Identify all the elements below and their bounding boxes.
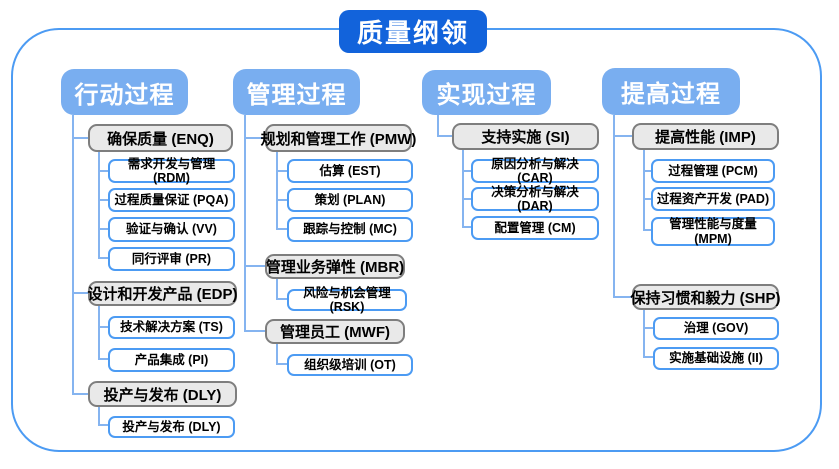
connector-line <box>276 152 278 230</box>
group-box-si: 支持实施 (SI) <box>452 123 599 150</box>
connector-line <box>98 407 100 426</box>
connector-line <box>276 170 287 172</box>
group-box-pmw: 规划和管理工作 (PMW) <box>261 124 416 152</box>
connector-line <box>72 393 88 395</box>
connector-line <box>276 363 287 365</box>
connector-line <box>244 137 265 139</box>
connector-line <box>462 226 471 228</box>
item-box-rsk: 风险与机会管理 (RSK) <box>287 286 407 314</box>
item-box-cm: 配置管理 (CM) <box>471 216 599 240</box>
connector-line <box>462 170 471 172</box>
connector-line <box>613 296 632 298</box>
connector-line <box>437 135 452 137</box>
column-header-action-process: 行动过程 <box>61 69 188 115</box>
connector-line <box>244 115 246 332</box>
connector-line <box>643 356 653 358</box>
connector-line <box>276 199 287 201</box>
connector-line <box>437 115 439 137</box>
item-box-ii: 实施基础设施 (II) <box>653 347 779 370</box>
item-box-pr: 同行评审 (PR) <box>108 247 235 271</box>
connector-line <box>98 306 100 360</box>
item-box-pi: 产品集成 (PI) <box>108 348 235 372</box>
item-box-mc: 跟踪与控制 (MC) <box>287 217 413 242</box>
connector-line <box>643 170 651 172</box>
connector-line <box>98 170 108 172</box>
item-box-ot: 组织级培训 (OT) <box>287 354 413 376</box>
connector-line <box>643 198 651 200</box>
connector-line <box>244 330 265 332</box>
connector-line <box>643 150 645 231</box>
connector-line <box>98 228 108 230</box>
connector-line <box>276 298 287 300</box>
connector-line <box>98 424 108 426</box>
connector-line <box>98 358 108 360</box>
item-box-vv: 验证与确认 (VV) <box>108 217 235 242</box>
item-box-plan: 策划 (PLAN) <box>287 188 413 212</box>
column-header-improvement-process: 提高过程 <box>602 68 740 115</box>
item-box-car: 原因分析与解决 (CAR) <box>471 157 599 185</box>
connector-line <box>643 229 651 231</box>
item-box-gov: 治理 (GOV) <box>653 317 779 340</box>
connector-line <box>98 152 100 259</box>
column-header-realization-process: 实现过程 <box>422 70 551 115</box>
group-box-edp: 设计和开发产品 (EDP) <box>88 281 238 306</box>
connector-line <box>72 292 88 294</box>
group-box-shp: 保持习惯和毅力 (SHP) <box>631 284 781 310</box>
connector-line <box>98 257 108 259</box>
item-box-pqa: 过程质量保证 (PQA) <box>108 188 235 212</box>
connector-line <box>643 310 645 358</box>
item-box-pad: 过程资产开发 (PAD) <box>651 187 775 211</box>
connector-line <box>613 135 632 137</box>
connector-line <box>276 228 287 230</box>
item-box-pcm: 过程管理 (PCM) <box>651 159 775 183</box>
connector-line <box>643 327 653 329</box>
group-box-enq: 确保质量 (ENQ) <box>88 124 233 152</box>
group-box-imp: 提高性能 (IMP) <box>632 123 779 150</box>
connector-line <box>72 137 88 139</box>
connector-line <box>98 326 108 328</box>
connector-line <box>613 115 615 298</box>
connector-line <box>276 279 278 300</box>
group-box-mwf: 管理员工 (MWF) <box>265 319 405 344</box>
connector-line <box>244 265 265 267</box>
item-box-dly-sub: 投产与发布 (DLY) <box>108 416 235 438</box>
connector-line <box>276 344 278 365</box>
connector-line <box>98 199 108 201</box>
connector-line <box>462 150 464 228</box>
column-header-management-process: 管理过程 <box>233 69 360 115</box>
item-box-rdm: 需求开发与管理 (RDM) <box>108 157 235 185</box>
item-box-dar: 决策分析与解决 (DAR) <box>471 185 599 213</box>
group-box-dly: 投产与发布 (DLY) <box>88 381 237 407</box>
group-box-mbr: 管理业务弹性 (MBR) <box>265 254 405 279</box>
connector-line <box>72 115 74 395</box>
item-box-est: 估算 (EST) <box>287 159 413 183</box>
item-box-mpm: 管理性能与度量 (MPM) <box>651 217 775 246</box>
item-box-ts: 技术解决方案 (TS) <box>108 316 235 339</box>
diagram-title: 质量纲领 <box>339 10 487 53</box>
connector-line <box>462 198 471 200</box>
